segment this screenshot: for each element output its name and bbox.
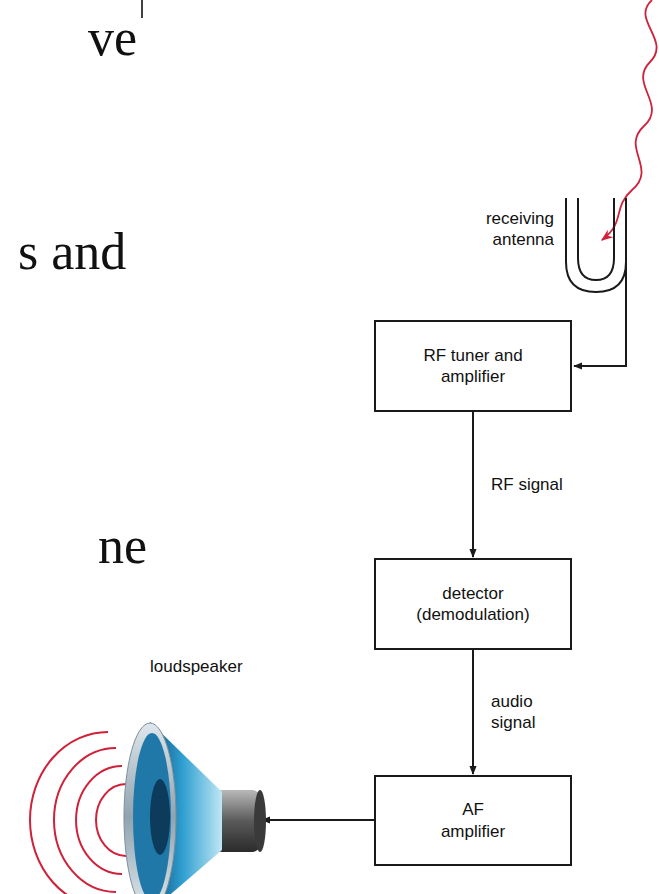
box-label: RF tuner and amplifier <box>411 345 536 388</box>
process-box: detector (demodulation) <box>374 558 572 650</box>
speaker-lead <box>262 819 374 821</box>
process-box: RF tuner and amplifier <box>374 320 572 412</box>
box-label: AF amplifier <box>433 799 513 842</box>
box-label: detector (demodulation) <box>408 583 538 626</box>
signal-label: audio signal <box>489 691 563 734</box>
signal-arrow <box>472 412 474 557</box>
antenna-lead <box>574 230 626 366</box>
slide-text: s and <box>18 226 126 278</box>
antenna-symbol <box>578 198 614 280</box>
process-box: AF amplifier <box>374 775 572 866</box>
cursor-line <box>141 0 143 18</box>
signal-label: RF signal <box>489 474 583 495</box>
antenna-symbol <box>566 198 626 292</box>
signal-arrow <box>472 650 474 774</box>
part-label: loudspeaker <box>150 656 243 677</box>
loudspeaker-symbol <box>124 722 266 894</box>
slide-text: ve <box>88 12 137 64</box>
slide-text: ne <box>98 520 147 572</box>
radio-wave <box>602 0 657 240</box>
part-label: receiving antenna <box>462 208 554 251</box>
sound-waves <box>30 732 126 894</box>
